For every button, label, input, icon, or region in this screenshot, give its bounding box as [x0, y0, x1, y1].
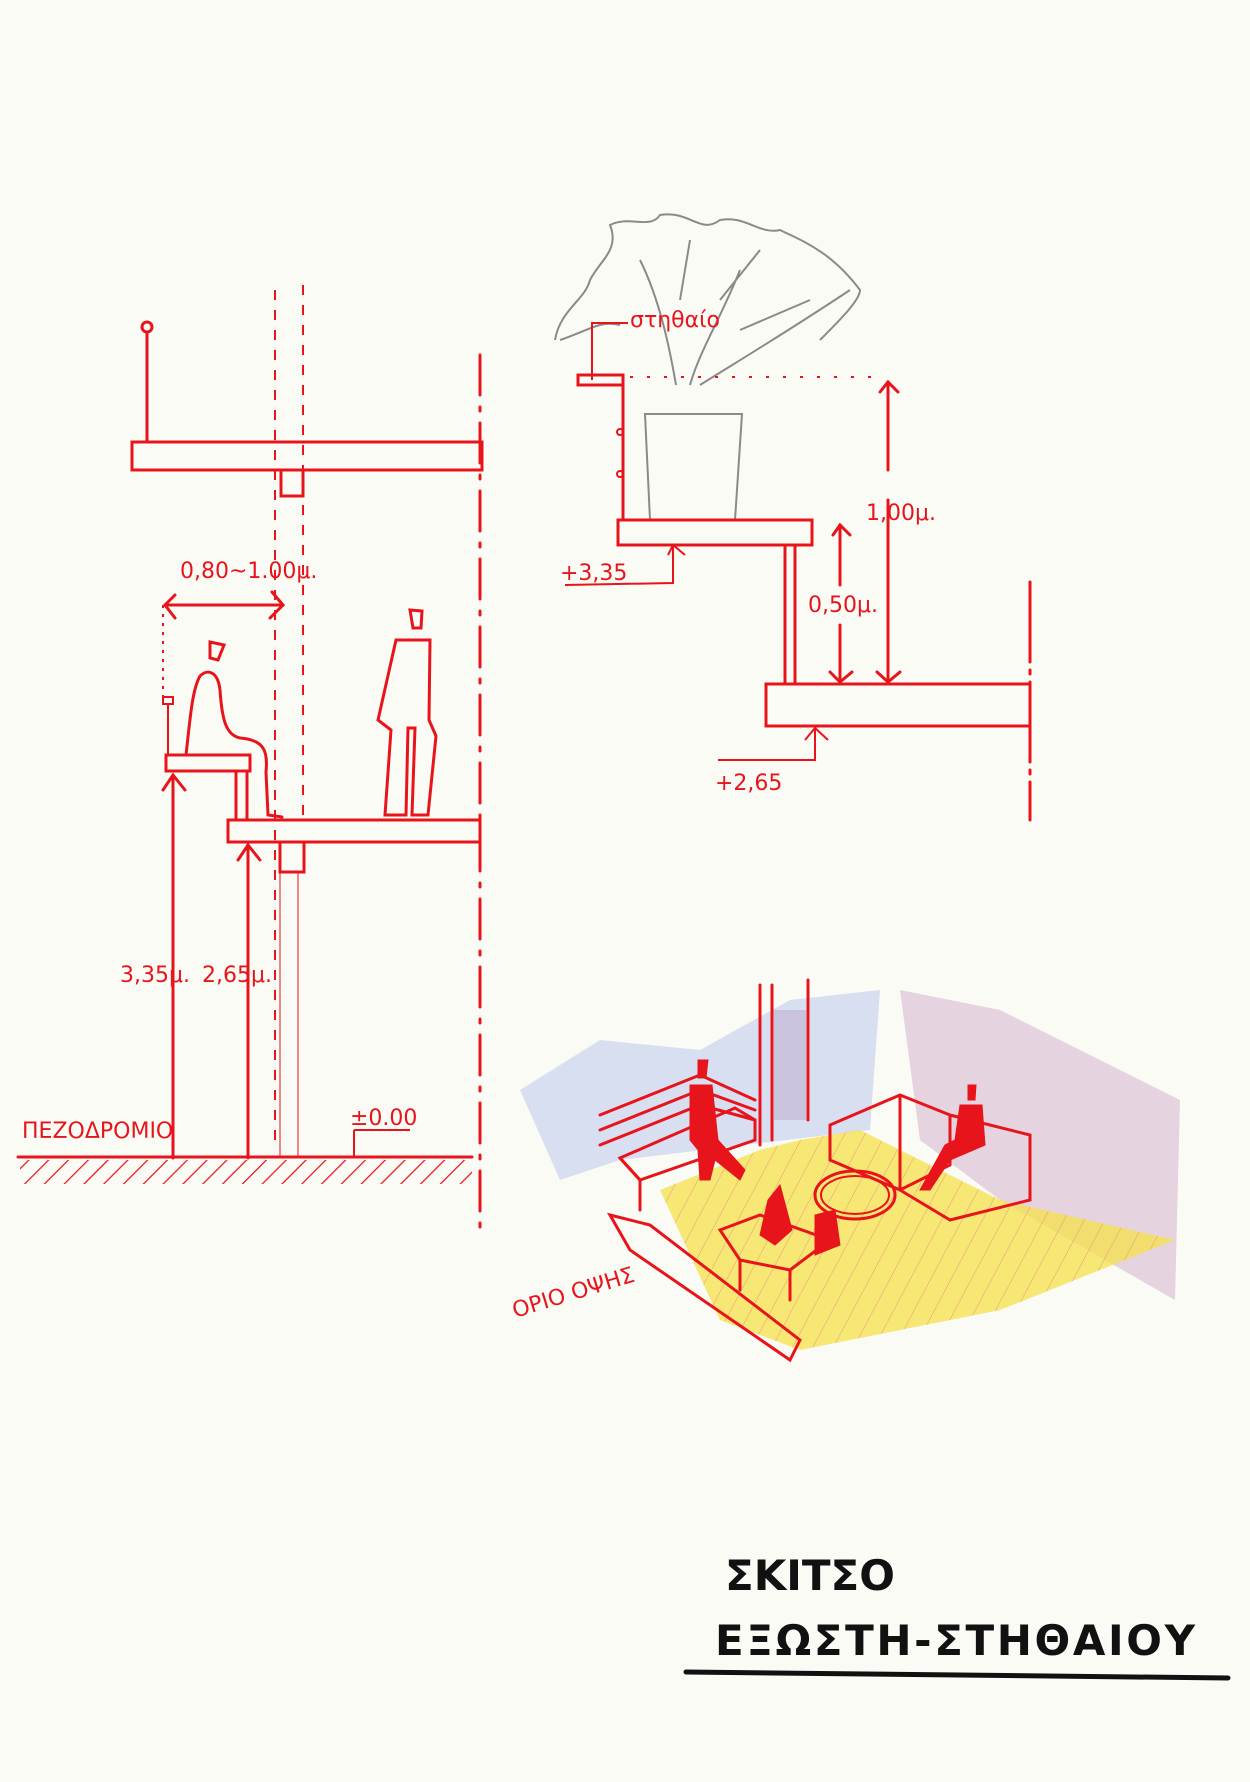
seated-figure-left	[689, 1059, 746, 1181]
seated-figure-right	[919, 1084, 986, 1191]
height-dimensions: 3,35μ. 2,65μ.	[120, 772, 272, 1160]
upper-slab	[130, 440, 484, 498]
height-050-label: 0,50μ.	[808, 593, 878, 618]
ground: ΠΕΖΟΔΡΟΜΙΟ ±0.00	[16, 1106, 474, 1184]
view-limit-label: ΟΡΙΟ ΟΨΗΣ	[509, 1263, 637, 1324]
parapet-label: στηθαίο	[630, 308, 720, 333]
lower-slab	[226, 818, 482, 1158]
title-underline	[683, 1669, 1231, 1681]
lower-balcony-slab: +2,65	[715, 580, 1032, 822]
balcony-edge	[606, 1212, 802, 1363]
column	[758, 978, 810, 1147]
standing-person	[376, 608, 438, 817]
title-line-1: ΣΚΙΤΣΟ	[725, 1551, 895, 1600]
ground-level-label: ±0.00	[350, 1106, 417, 1131]
right-wall-shading	[900, 990, 1180, 1300]
right-section: στηθαίο +3,35 +2,65 1,00μ. 0,50μ.	[554, 213, 1032, 822]
coffee-table	[813, 1169, 897, 1221]
balcony-perspective: ΟΡΙΟ ΟΨΗΣ	[509, 978, 1180, 1363]
upper-balcony-slab: +3,35	[560, 518, 814, 686]
plant-sketch	[554, 213, 862, 521]
seated-person	[184, 640, 284, 819]
sofa-right	[828, 1093, 1032, 1222]
title-block: ΣΚΙΤΣΟ ΕΞΩΣΤΗ-ΣΤΗΘΑΙΟΥ	[683, 1551, 1231, 1681]
width-dimension: 0,80~1.00μ.	[162, 559, 317, 700]
axis-lines	[274, 285, 482, 1237]
armchairs-front	[717, 1183, 841, 1302]
left-section: 0,80~1.00μ. 3,35μ.	[16, 285, 484, 1237]
height-100-label: 1,00μ.	[866, 501, 936, 526]
height-265-label: 2,65μ.	[202, 963, 272, 988]
height-335-label: 3,35μ.	[120, 963, 190, 988]
seat-bench	[162, 696, 252, 822]
sidewalk-label: ΠΕΖΟΔΡΟΜΙΟ	[22, 1119, 173, 1144]
parapet: στηθαίο	[576, 308, 880, 522]
balcony-dimensions: 1,00μ. 0,50μ.	[808, 379, 936, 685]
upper-level-label: +3,35	[560, 561, 627, 586]
width-dimension-label: 0,80~1.00μ.	[180, 559, 317, 584]
lamp-post	[140, 320, 154, 444]
lower-level-label: +2,65	[715, 771, 782, 796]
title-line-2: ΕΞΩΣΤΗ-ΣΤΗΘΑΙΟΥ	[715, 1616, 1196, 1665]
